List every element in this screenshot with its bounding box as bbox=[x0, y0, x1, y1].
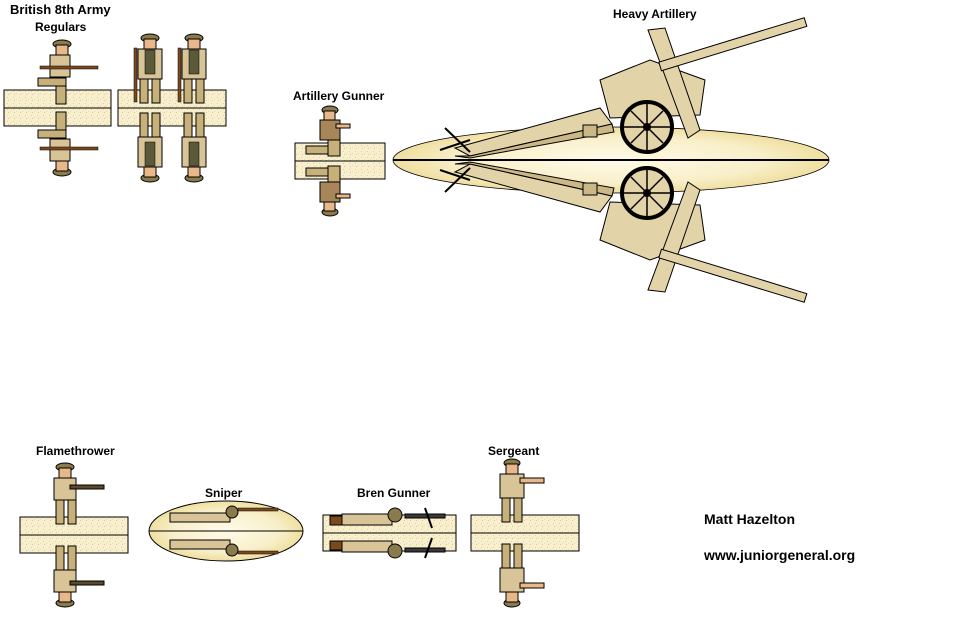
website-credit: www.juniorgeneral.org bbox=[704, 547, 856, 563]
label-heavy-artillery: Heavy Artillery bbox=[613, 7, 697, 21]
sergeant-mirror bbox=[499, 543, 545, 608]
label-artillery-gunner: Artillery Gunner bbox=[293, 89, 385, 103]
artillery-gunner-group bbox=[294, 105, 386, 217]
page-subtitle: Regulars bbox=[35, 20, 87, 34]
sergeant-figure bbox=[499, 458, 545, 523]
gun-top bbox=[439, 17, 808, 159]
kneeling-rifleman-figure bbox=[37, 39, 99, 105]
label-sniper: Sniper bbox=[205, 486, 243, 500]
bren-gunner-figure bbox=[329, 507, 446, 529]
sniper-figure bbox=[169, 505, 279, 523]
regulars-group bbox=[3, 33, 227, 183]
label-bren-gunner: Bren Gunner bbox=[357, 486, 431, 500]
gunner-mirror bbox=[305, 165, 351, 217]
gun-bottom bbox=[439, 161, 808, 303]
author-credit: Matt Hazelton bbox=[704, 511, 795, 527]
sniper-group bbox=[148, 500, 304, 562]
label-sergeant: Sergeant bbox=[488, 444, 540, 458]
sergeant-group bbox=[470, 458, 580, 608]
gunner-figure bbox=[305, 105, 351, 157]
flamethrower-figure bbox=[53, 462, 105, 525]
heavy-artillery-group bbox=[392, 17, 830, 303]
standing-soldier-2 bbox=[177, 33, 207, 104]
sniper-mirror bbox=[169, 539, 279, 557]
label-flamethrower: Flamethrower bbox=[36, 444, 115, 458]
standing-soldiers-mirror bbox=[137, 112, 207, 183]
standing-soldier-1 bbox=[133, 33, 163, 104]
flamethrower-mirror bbox=[53, 545, 105, 608]
kneeling-rifleman-mirror bbox=[37, 111, 99, 177]
page-title: British 8th Army bbox=[10, 2, 111, 17]
bren-gunner-group bbox=[322, 507, 457, 559]
flamethrower-group bbox=[19, 462, 129, 608]
bren-gunner-mirror bbox=[329, 537, 446, 559]
